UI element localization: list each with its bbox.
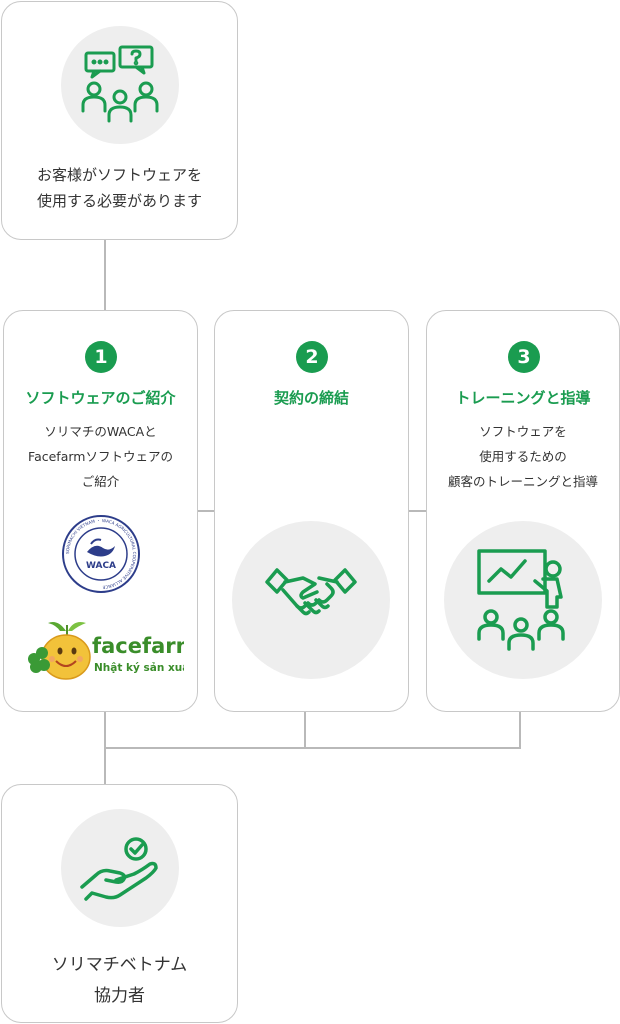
connector-step3-down [519, 712, 521, 749]
partner-card: ソリマチベトナム 協力者 [1, 784, 238, 1023]
connector-step2-down [304, 712, 306, 749]
step-1-description: ソリマチのWACAと Facefarmソフトウェアの ご紹介 [4, 419, 197, 494]
waca-logo: SORIMACHI VIETNAM ・ WACA AGRICULTURAL CO… [62, 515, 140, 593]
step-3-description: ソフトウェアを 使用するための 顧客のトレーニングと指導 [427, 419, 619, 494]
step-1-title: ソフトウェアのご紹介 [25, 389, 176, 407]
partner-text: ソリマチベトナム 協力者 [2, 950, 237, 1012]
partner-icon-circle [61, 809, 179, 927]
customer-need-line1: お客様がソフトウェアを [36, 166, 202, 184]
connector-step1-to-step2 [198, 510, 215, 512]
facefarm-logo: facefarm Nhật ký sản xuất [28, 622, 184, 680]
people-chat-icon [81, 45, 159, 123]
waca-center-text: WACA [86, 561, 116, 571]
handshake-icon-circle [232, 521, 390, 679]
step-3-desc-line: 顧客のトレーニングと指導 [447, 474, 598, 489]
step-3-number: 3 [508, 341, 540, 373]
partner-line1: ソリマチベトナム [51, 955, 188, 975]
connector-top-to-step1 [104, 240, 106, 312]
customer-need-line2: 使用する必要があります [36, 192, 202, 210]
step-3-card: 3 トレーニングと指導 ソフトウェアを 使用するための 顧客のトレーニングと指導 [426, 310, 620, 712]
partner-line2: 協力者 [94, 986, 145, 1006]
handshake-icon [265, 568, 357, 616]
step-1-desc-line: ソリマチのWACAと [44, 424, 157, 439]
step-3-desc-line: ソフトウェアを [479, 424, 567, 439]
step-2-number: 2 [296, 341, 328, 373]
training-icon-circle [444, 521, 602, 679]
step-1-number: 1 [85, 341, 117, 373]
step-1-desc-line: Facefarmソフトウェアの [28, 449, 173, 464]
step-3-title: トレーニングと指導 [455, 389, 591, 407]
customer-icon-circle [61, 26, 179, 144]
connector-step2-to-step3 [408, 510, 426, 512]
step-2-card: 2 契約の締結 [214, 310, 409, 712]
customer-need-text: お客様がソフトウェアを 使用する必要があります [2, 162, 237, 214]
step-1-desc-line: ご紹介 [81, 474, 120, 489]
hand-check-icon [80, 837, 158, 901]
step-3-desc-line: 使用するための [479, 449, 567, 464]
connector-horizontal-bottom [104, 747, 521, 749]
facefarm-tagline-text: Nhật ký sản xuất [94, 661, 184, 674]
step-2-title: 契約の締結 [273, 389, 349, 407]
step-1-card: 1 ソフトウェアのご紹介 ソリマチのWACAと Facefarmソフトウェアの … [3, 310, 198, 712]
training-presentation-icon [477, 549, 565, 651]
facefarm-name-text: facefarm [92, 634, 184, 658]
customer-need-card: お客様がソフトウェアを 使用する必要があります [1, 1, 238, 240]
